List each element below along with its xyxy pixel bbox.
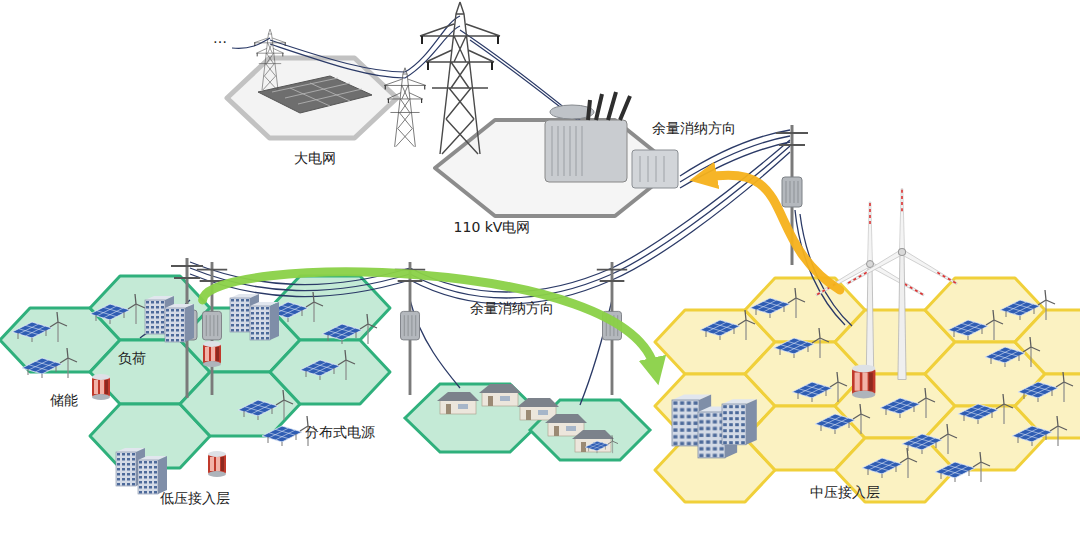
node-label: 110 kV电网 xyxy=(454,219,531,235)
hexagon-outline xyxy=(655,290,1075,505)
access-layer-cluster: 中压接入层 xyxy=(655,290,1075,505)
access-layer-cluster: 低压接入层 xyxy=(5,300,385,525)
ellipsis-mark: … xyxy=(213,30,227,46)
node-label: 低压接入层 xyxy=(160,490,230,506)
annotation-label: 分布式电源 xyxy=(305,424,375,440)
mid-green-hexagons xyxy=(405,384,650,460)
hexagon-cell xyxy=(270,340,390,404)
hexagon-outline xyxy=(425,95,705,235)
hexagon-cell xyxy=(435,120,675,216)
hexagon-cell xyxy=(1015,310,1080,374)
village-houses xyxy=(437,384,618,453)
hexagon-cell xyxy=(270,276,390,340)
edge-label: 余量消纳方向 xyxy=(470,300,554,316)
grid-hexagon: 大电网 xyxy=(225,55,405,170)
hexagon-cell xyxy=(1015,374,1080,438)
flow-arrow xyxy=(705,175,840,290)
substation-hexagon: 110 kV电网 xyxy=(425,95,705,235)
annotation-label: 储能 xyxy=(50,392,78,408)
node-label: 大电网 xyxy=(294,150,336,166)
hexagon-cell xyxy=(227,58,397,138)
annotation-label: 负荷 xyxy=(118,350,146,366)
edge-label: 余量消纳方向 xyxy=(652,120,736,136)
node-label: 中压接入层 xyxy=(810,484,880,500)
